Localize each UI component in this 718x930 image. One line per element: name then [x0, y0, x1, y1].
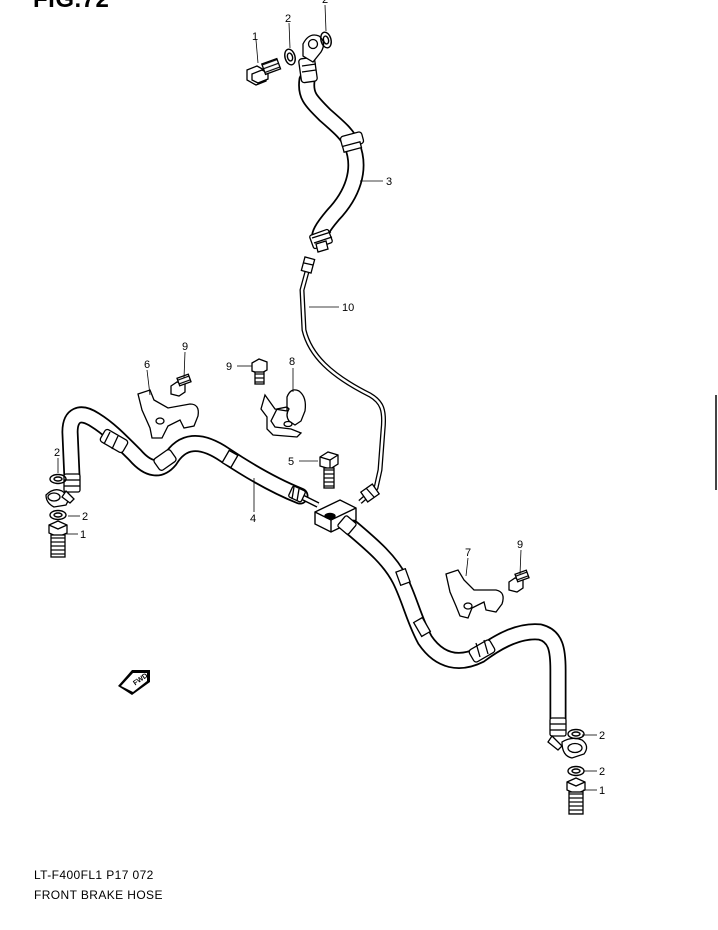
callout-9-right: 9: [517, 539, 523, 551]
callout-2-top-a: 2: [285, 13, 291, 25]
brake-pipe-nuts: [300, 256, 381, 503]
callout-9-left: 9: [182, 341, 188, 353]
callout-6: 6: [144, 359, 150, 371]
callout-10: 10: [342, 302, 354, 314]
forward-direction-badge: FWD: [118, 670, 150, 695]
bracket-bolt-right: [508, 569, 530, 593]
left-hose-fittings: [45, 428, 306, 508]
right-hose-fittings: [337, 515, 588, 759]
figure-code: LT-F400FL1 P17 072: [34, 868, 154, 882]
callout-2-right-b: 2: [599, 766, 605, 778]
pipe-clamp: [260, 389, 307, 438]
callout-numbers: 1 2 2 3 10 6 9 9 8 5 4 2 2 1 7 9 2 2 1: [54, 0, 605, 797]
right-front-hose: [343, 519, 567, 731]
callout-2-top-b: 2: [322, 0, 328, 6]
top-washers: [284, 31, 332, 66]
callout-3: 3: [386, 176, 392, 188]
clamp-bolt: [251, 358, 268, 385]
callout-8: 8: [289, 356, 295, 368]
page-edge-mark: [715, 395, 717, 490]
left-banjo-bolt: [48, 520, 68, 558]
right-hose-bracket: [445, 569, 504, 619]
callout-1-right: 1: [599, 785, 605, 797]
callout-2-right-a: 2: [599, 730, 605, 742]
bracket-bolt-left: [170, 373, 192, 397]
left-washers: [49, 473, 67, 521]
joint-bolt: [319, 451, 339, 489]
right-banjo-bolt: [566, 777, 586, 815]
callout-2-left-a: 2: [54, 447, 60, 459]
upper-hose-fittings: [298, 34, 365, 253]
figure-heading: FIG.72: [33, 0, 109, 14]
callout-2-left-b: 2: [82, 511, 88, 523]
leader-lines: [57, 4, 597, 791]
brake-pipe: [299, 267, 387, 504]
callout-9-mid: 9: [226, 361, 232, 373]
callout-1-top: 1: [252, 31, 258, 43]
left-hose-bracket: [137, 389, 199, 439]
top-banjo-bolt: [246, 57, 282, 86]
callout-1-left: 1: [80, 529, 86, 541]
callout-4: 4: [250, 513, 256, 525]
upper-brake-hose: [298, 71, 365, 249]
callout-5: 5: [288, 456, 294, 468]
figure-title: FRONT BRAKE HOSE: [34, 888, 163, 902]
callout-7: 7: [465, 547, 471, 559]
